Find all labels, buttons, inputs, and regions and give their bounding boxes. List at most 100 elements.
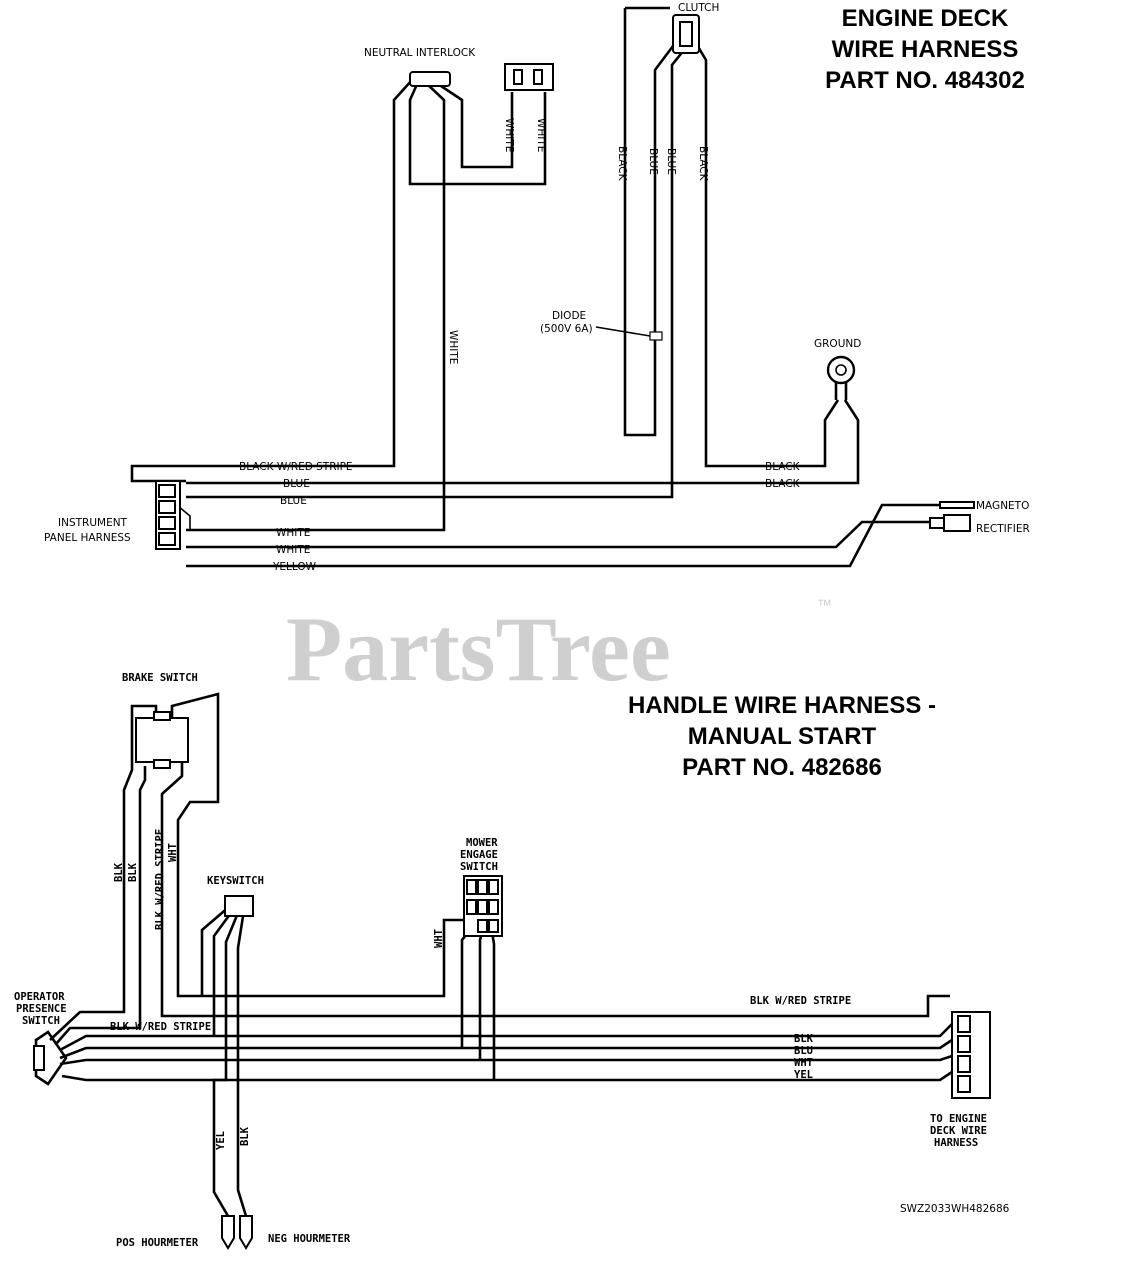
neg-hourmeter-label: NEG HOURMETER <box>268 1233 351 1245</box>
wire-label-blue-clutch-2: BLUE <box>665 148 677 175</box>
wire-key-1 <box>200 905 231 996</box>
wire-clutch-black-loop <box>623 8 678 437</box>
handle-title-line-3: PART NO. 482686 <box>682 754 882 781</box>
engine-deck-title-line-3: PART NO. 484302 <box>825 67 1025 94</box>
wire-blk-2 <box>55 766 147 1045</box>
handle-wire-label-yel-v: YEL <box>215 1131 227 1150</box>
engine-connector-label-3: HARNESS <box>934 1137 978 1149</box>
diode-label-1: DIODE <box>552 310 586 322</box>
engine-connector-label-1: TO ENGINE <box>930 1113 987 1125</box>
wire-label-white-vertical: WHITE <box>447 330 459 364</box>
mower-label-1: MOWER <box>466 837 498 849</box>
wire-interlock-loop-1 <box>431 78 514 169</box>
diode: DIODE (500V 6A) <box>540 310 663 341</box>
wire-mower-3 <box>490 931 496 1080</box>
wire-label-yellow: YELLOW <box>272 561 317 573</box>
neutral-interlock-label: NEUTRAL INTERLOCK <box>364 47 476 59</box>
wire-label-black-clutch-2: BLACK <box>697 146 709 182</box>
handle-wire-label-blk-v2: BLK <box>127 862 139 882</box>
ground-terminal: GROUND <box>814 338 861 400</box>
wire-clutch-black-ground-1 <box>692 39 840 468</box>
engine-deck-connector: TO ENGINE DECK WIRE HARNESS <box>930 1011 991 1149</box>
wire-label-white-1: WHITE <box>276 527 310 539</box>
handle-wire-label-blk-v3: BLK <box>239 1126 251 1146</box>
engine-deck-wire-labels: BLACK W/RED STRIPE BLUE BLUE WHITE WHITE… <box>239 118 801 573</box>
wire-label-black-2: BLACK <box>765 478 801 490</box>
engine-deck-wires <box>130 6 940 568</box>
wire-yellow-magneto <box>186 503 940 568</box>
operator-label-2: PRESENCE <box>16 1003 67 1015</box>
wire-key-yel <box>212 907 242 1217</box>
handle-wire-label-blk-red-v: BLK W/RED STRIPE <box>154 829 166 930</box>
wire-label-blue-2: BLUE <box>280 495 307 507</box>
wire-label-blue-1: BLUE <box>283 478 310 490</box>
wire-yel-main <box>61 1070 953 1082</box>
wire-label-blue-clutch-1: BLUE <box>647 148 659 175</box>
ground-label: GROUND <box>814 338 861 350</box>
wire-label-black-clutch-1: BLACK <box>616 146 628 182</box>
wire-clutch-blue <box>186 44 690 499</box>
ground-crimp <box>834 382 848 400</box>
wire-brake-wht <box>170 692 468 998</box>
wire-interlock-loop-2 <box>408 81 547 186</box>
brake-switch-label: BRAKE SWITCH <box>122 672 198 684</box>
handle-wires <box>49 692 953 1217</box>
wire-mower-2 <box>478 931 484 1060</box>
wire-black-red-stripe <box>130 79 413 483</box>
handle-wire-label-blk: BLK <box>794 1033 814 1045</box>
diode-label-2: (500V 6A) <box>540 323 593 335</box>
brake-switch: BRAKE SWITCH <box>122 672 198 769</box>
instrument-label-2: PANEL HARNESS <box>44 532 131 544</box>
mower-label-2: ENGAGE <box>460 849 498 861</box>
operator-label-3: SWITCH <box>22 1015 60 1027</box>
clutch-label: CLUTCH <box>678 2 719 14</box>
keyswitch-label: KEYSWITCH <box>207 875 264 887</box>
handle-wire-label-blk-v1: BLK <box>113 862 125 882</box>
engine-deck-title-line-2: WIRE HARNESS <box>832 36 1019 63</box>
wire-white-interlock <box>186 81 446 532</box>
handle-title: HANDLE WIRE HARNESS - MANUAL START PART … <box>628 692 936 781</box>
watermark-trademark: ™ <box>817 597 832 614</box>
rectifier-label: RECTIFIER <box>976 523 1030 535</box>
operator-label-1: OPERATOR <box>14 991 65 1003</box>
handle-wire-label-blu: BLU <box>794 1045 813 1057</box>
handle-wire-label-yel: YEL <box>794 1069 813 1081</box>
handle-title-line-1: HANDLE WIRE HARNESS - <box>628 692 936 719</box>
engine-deck-title: ENGINE DECK WIRE HARNESS PART NO. 484302 <box>825 5 1025 94</box>
wire-label-white-2: WHITE <box>276 544 310 556</box>
wire-clutch-black-ground-2 <box>186 399 860 485</box>
neutral-interlock: NEUTRAL INTERLOCK <box>364 47 554 91</box>
wire-blu-main <box>59 1038 953 1060</box>
mower-label-3: SWITCH <box>460 861 498 873</box>
wire-white-rectifier <box>186 520 930 549</box>
handle-wire-label-wht-mower: WHT <box>433 929 445 948</box>
handle-wire-label-blk-red-left: BLK W/RED STRIPE <box>110 1021 211 1033</box>
handle-wire-label-blk-red-top: BLK W/RED STRIPE <box>750 995 851 1007</box>
diode-pointer <box>595 326 651 337</box>
clutch-connector: CLUTCH <box>672 2 719 54</box>
pos-hourmeter-label: POS HOURMETER <box>116 1237 199 1249</box>
wire-key-blk <box>236 909 248 1217</box>
keyswitch: KEYSWITCH <box>207 875 264 917</box>
watermark-logo: PartsTree <box>286 598 671 700</box>
wire-blk-1 <box>49 736 134 1041</box>
wire-label-black-red-stripe: BLACK W/RED STRIPE <box>239 461 353 473</box>
handle-title-line-2: MANUAL START <box>688 723 877 750</box>
instrument-label-1: INSTRUMENT <box>58 517 128 529</box>
neg-hourmeter-terminal <box>239 1215 253 1250</box>
wire-label-white-interlock-2: WHITE <box>535 118 547 152</box>
pos-hourmeter-terminal <box>221 1215 235 1250</box>
drawing-number: SWZ2033WH482686 <box>900 1203 1010 1215</box>
wire-blk-red-stripe <box>160 760 950 1018</box>
magneto-rectifier-terminals: MAGNETO RECTIFIER <box>929 500 1030 535</box>
handle-wire-label-wht-v: WHT <box>167 843 179 862</box>
wire-wht-main <box>59 1054 953 1066</box>
hourmeter-terminals: POS HOURMETER NEG HOURMETER <box>116 1215 351 1250</box>
wire-label-white-interlock-1: WHITE <box>503 118 515 152</box>
mower-engage-switch: MOWER ENGAGE SWITCH <box>460 837 503 937</box>
handle-wire-label-wht: WHT <box>794 1057 813 1069</box>
wire-harness-stub <box>177 505 191 530</box>
operator-presence-switch: OPERATOR PRESENCE SWITCH <box>14 991 68 1086</box>
instrument-panel-harness: INSTRUMENT PANEL HARNESS <box>44 480 181 550</box>
